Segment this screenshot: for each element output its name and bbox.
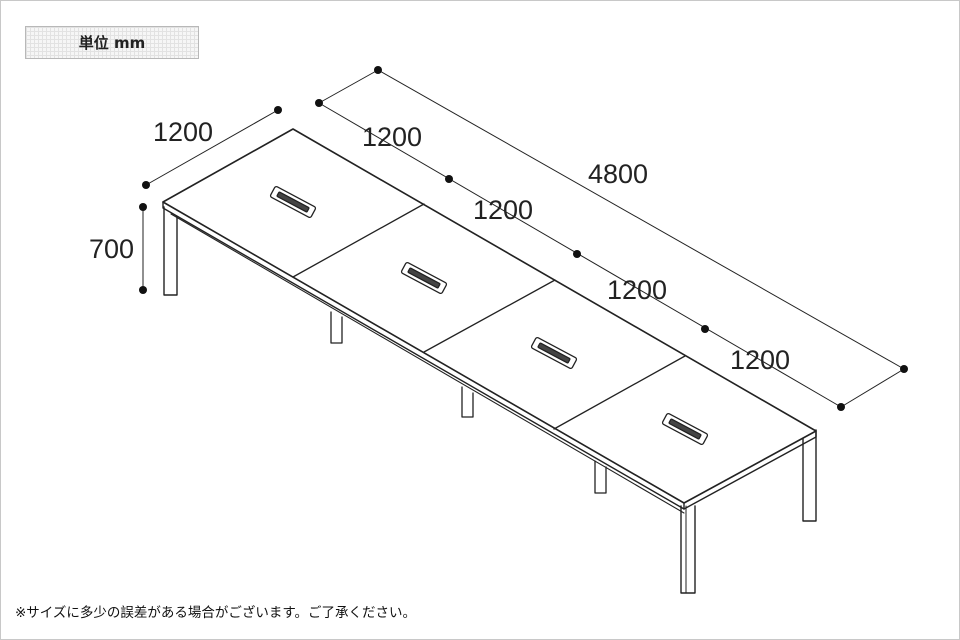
cable-grommets bbox=[269, 185, 709, 446]
segment-label-4: 1200 bbox=[730, 345, 790, 375]
depth-dimension-line bbox=[145, 109, 279, 186]
total-length-dimension-line bbox=[377, 69, 905, 370]
tabletop bbox=[162, 128, 817, 514]
depth-label: 1200 bbox=[153, 117, 213, 147]
disclaimer-note: ※サイズに多少の誤差がある場合がございます。ご了承ください。 bbox=[15, 605, 417, 621]
segment-label-1: 1200 bbox=[362, 122, 422, 152]
grommet-2 bbox=[400, 261, 448, 295]
grommet-4 bbox=[661, 412, 709, 446]
table-legs-front bbox=[163, 206, 817, 594]
total-length-label: 4800 bbox=[588, 159, 648, 189]
length-extension-left bbox=[318, 69, 379, 104]
segment-label-2: 1200 bbox=[473, 195, 533, 225]
table-legs-back bbox=[330, 311, 607, 494]
grommet-1 bbox=[269, 185, 317, 219]
grommet-3 bbox=[530, 336, 578, 370]
length-extension-right bbox=[840, 368, 905, 408]
segment-label-3: 1200 bbox=[607, 275, 667, 305]
unit-label: 単位 mm bbox=[25, 26, 199, 59]
dimension-dots bbox=[139, 66, 908, 411]
height-label: 700 bbox=[89, 234, 134, 264]
